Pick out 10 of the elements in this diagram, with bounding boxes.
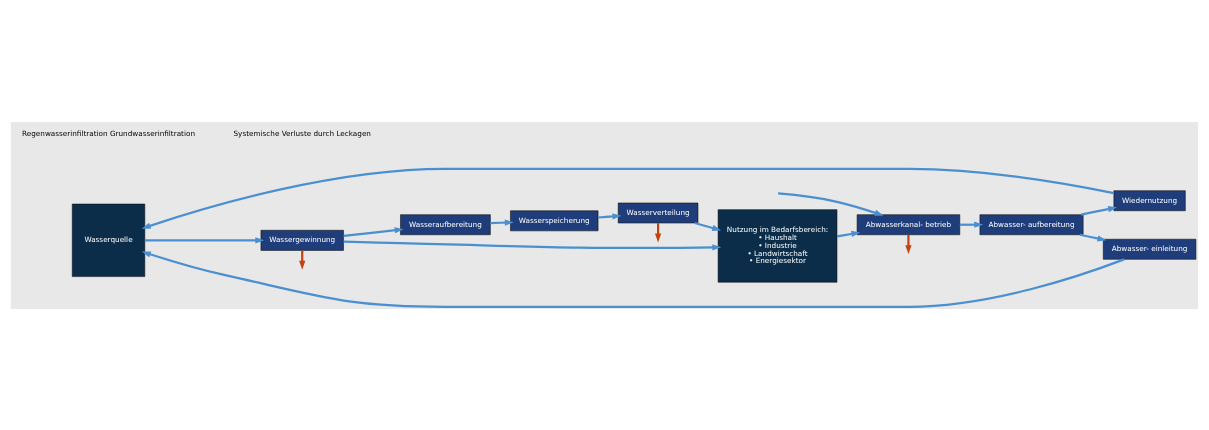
arrow: [778, 191, 884, 216]
arrow: [343, 239, 722, 251]
arrow: [905, 234, 912, 254]
arrow: [1079, 233, 1107, 242]
arrow: [144, 236, 265, 243]
arrow: [343, 226, 404, 237]
arrow: [1080, 205, 1118, 216]
arrow: [836, 230, 861, 237]
arrow: [598, 212, 622, 220]
arrow: [694, 221, 722, 231]
